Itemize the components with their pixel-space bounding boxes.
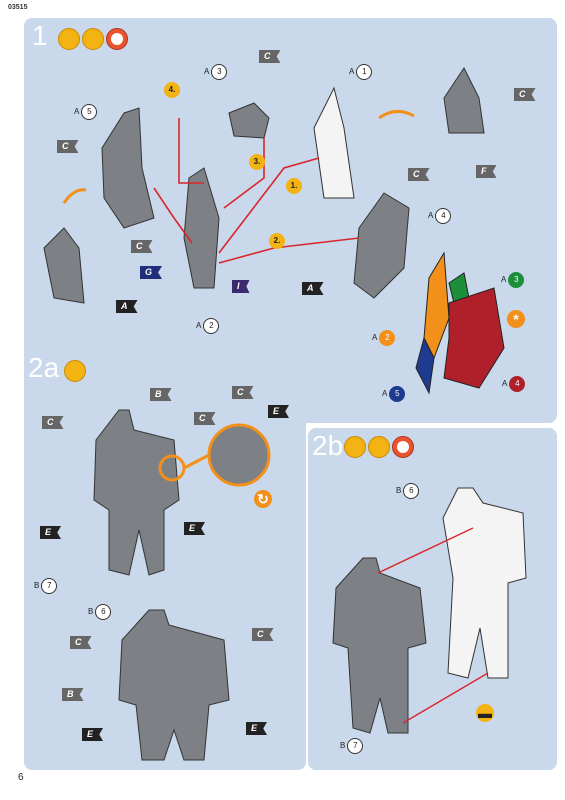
paint-brush-icon <box>82 28 104 50</box>
order-marker-1: 1. <box>286 178 302 194</box>
rotate-arrow-left <box>62 188 87 204</box>
paint-brush-icon <box>368 436 390 458</box>
painted-helmet-orange <box>423 251 450 360</box>
asterisk-icon: * <box>507 310 525 328</box>
order-marker-2: 2. <box>269 233 285 249</box>
painted-helmet-blue <box>415 336 435 395</box>
tag-c: C <box>232 386 254 399</box>
product-code: 03515 <box>8 4 28 11</box>
tag-i: I <box>232 280 250 293</box>
painted-helmet-red <box>443 287 505 389</box>
helmet-preview <box>443 67 485 134</box>
helmet-top-piece <box>228 102 270 139</box>
body-white-half <box>442 487 527 679</box>
tag-e: E <box>268 405 290 418</box>
tag-e: E <box>246 722 268 735</box>
tag-b: B <box>150 388 172 401</box>
clock-icon <box>392 436 414 458</box>
tag-c: C <box>252 628 274 641</box>
rotate-icon: ↻ <box>254 490 272 508</box>
clock-icon <box>106 28 128 50</box>
tag-c: C <box>259 50 281 63</box>
helmet-half-left <box>101 107 155 229</box>
body-front <box>93 409 180 576</box>
tag-e: E <box>40 526 62 539</box>
tag-b: B <box>62 688 84 701</box>
step-number: 2b <box>312 430 344 461</box>
step-number: 1 <box>32 20 48 51</box>
tag-e: E <box>82 728 104 741</box>
body-grey-half <box>332 557 427 734</box>
helmet-front-white <box>313 86 355 199</box>
helmet-rear-piece <box>43 227 85 304</box>
tag-e: E <box>184 522 206 535</box>
tag-c: C <box>57 140 79 153</box>
zoom-detail <box>207 423 271 487</box>
page-number: 6 <box>18 772 24 783</box>
order-marker-4: 4. <box>164 82 180 98</box>
tag-c: C <box>194 412 216 425</box>
step-number: 2a <box>28 352 60 383</box>
rotate-arrow-right <box>378 110 415 120</box>
body-assembly-drawing <box>332 487 527 734</box>
body-back <box>118 609 230 761</box>
tag-a: A <box>116 300 138 313</box>
tag-a: A <box>302 282 324 295</box>
tag-c: C <box>514 88 536 101</box>
helmet-half-right <box>353 192 410 299</box>
helmet-core <box>183 167 220 289</box>
tag-c: C <box>408 168 430 181</box>
glue-tube-icon <box>344 436 366 458</box>
body-painting-drawing <box>93 409 271 761</box>
order-marker-3: 3. <box>249 154 265 170</box>
glue-applicator-icon: ▬ <box>476 704 494 722</box>
tag-c: C <box>131 240 153 253</box>
tag-g: G <box>140 266 163 279</box>
paint-brush-icon <box>64 360 86 382</box>
glue-tube-icon <box>58 28 80 50</box>
helmet-assembly-drawing <box>43 67 505 395</box>
tag-f: F <box>476 165 497 178</box>
tag-c: C <box>70 636 92 649</box>
tag-c: C <box>42 416 64 429</box>
